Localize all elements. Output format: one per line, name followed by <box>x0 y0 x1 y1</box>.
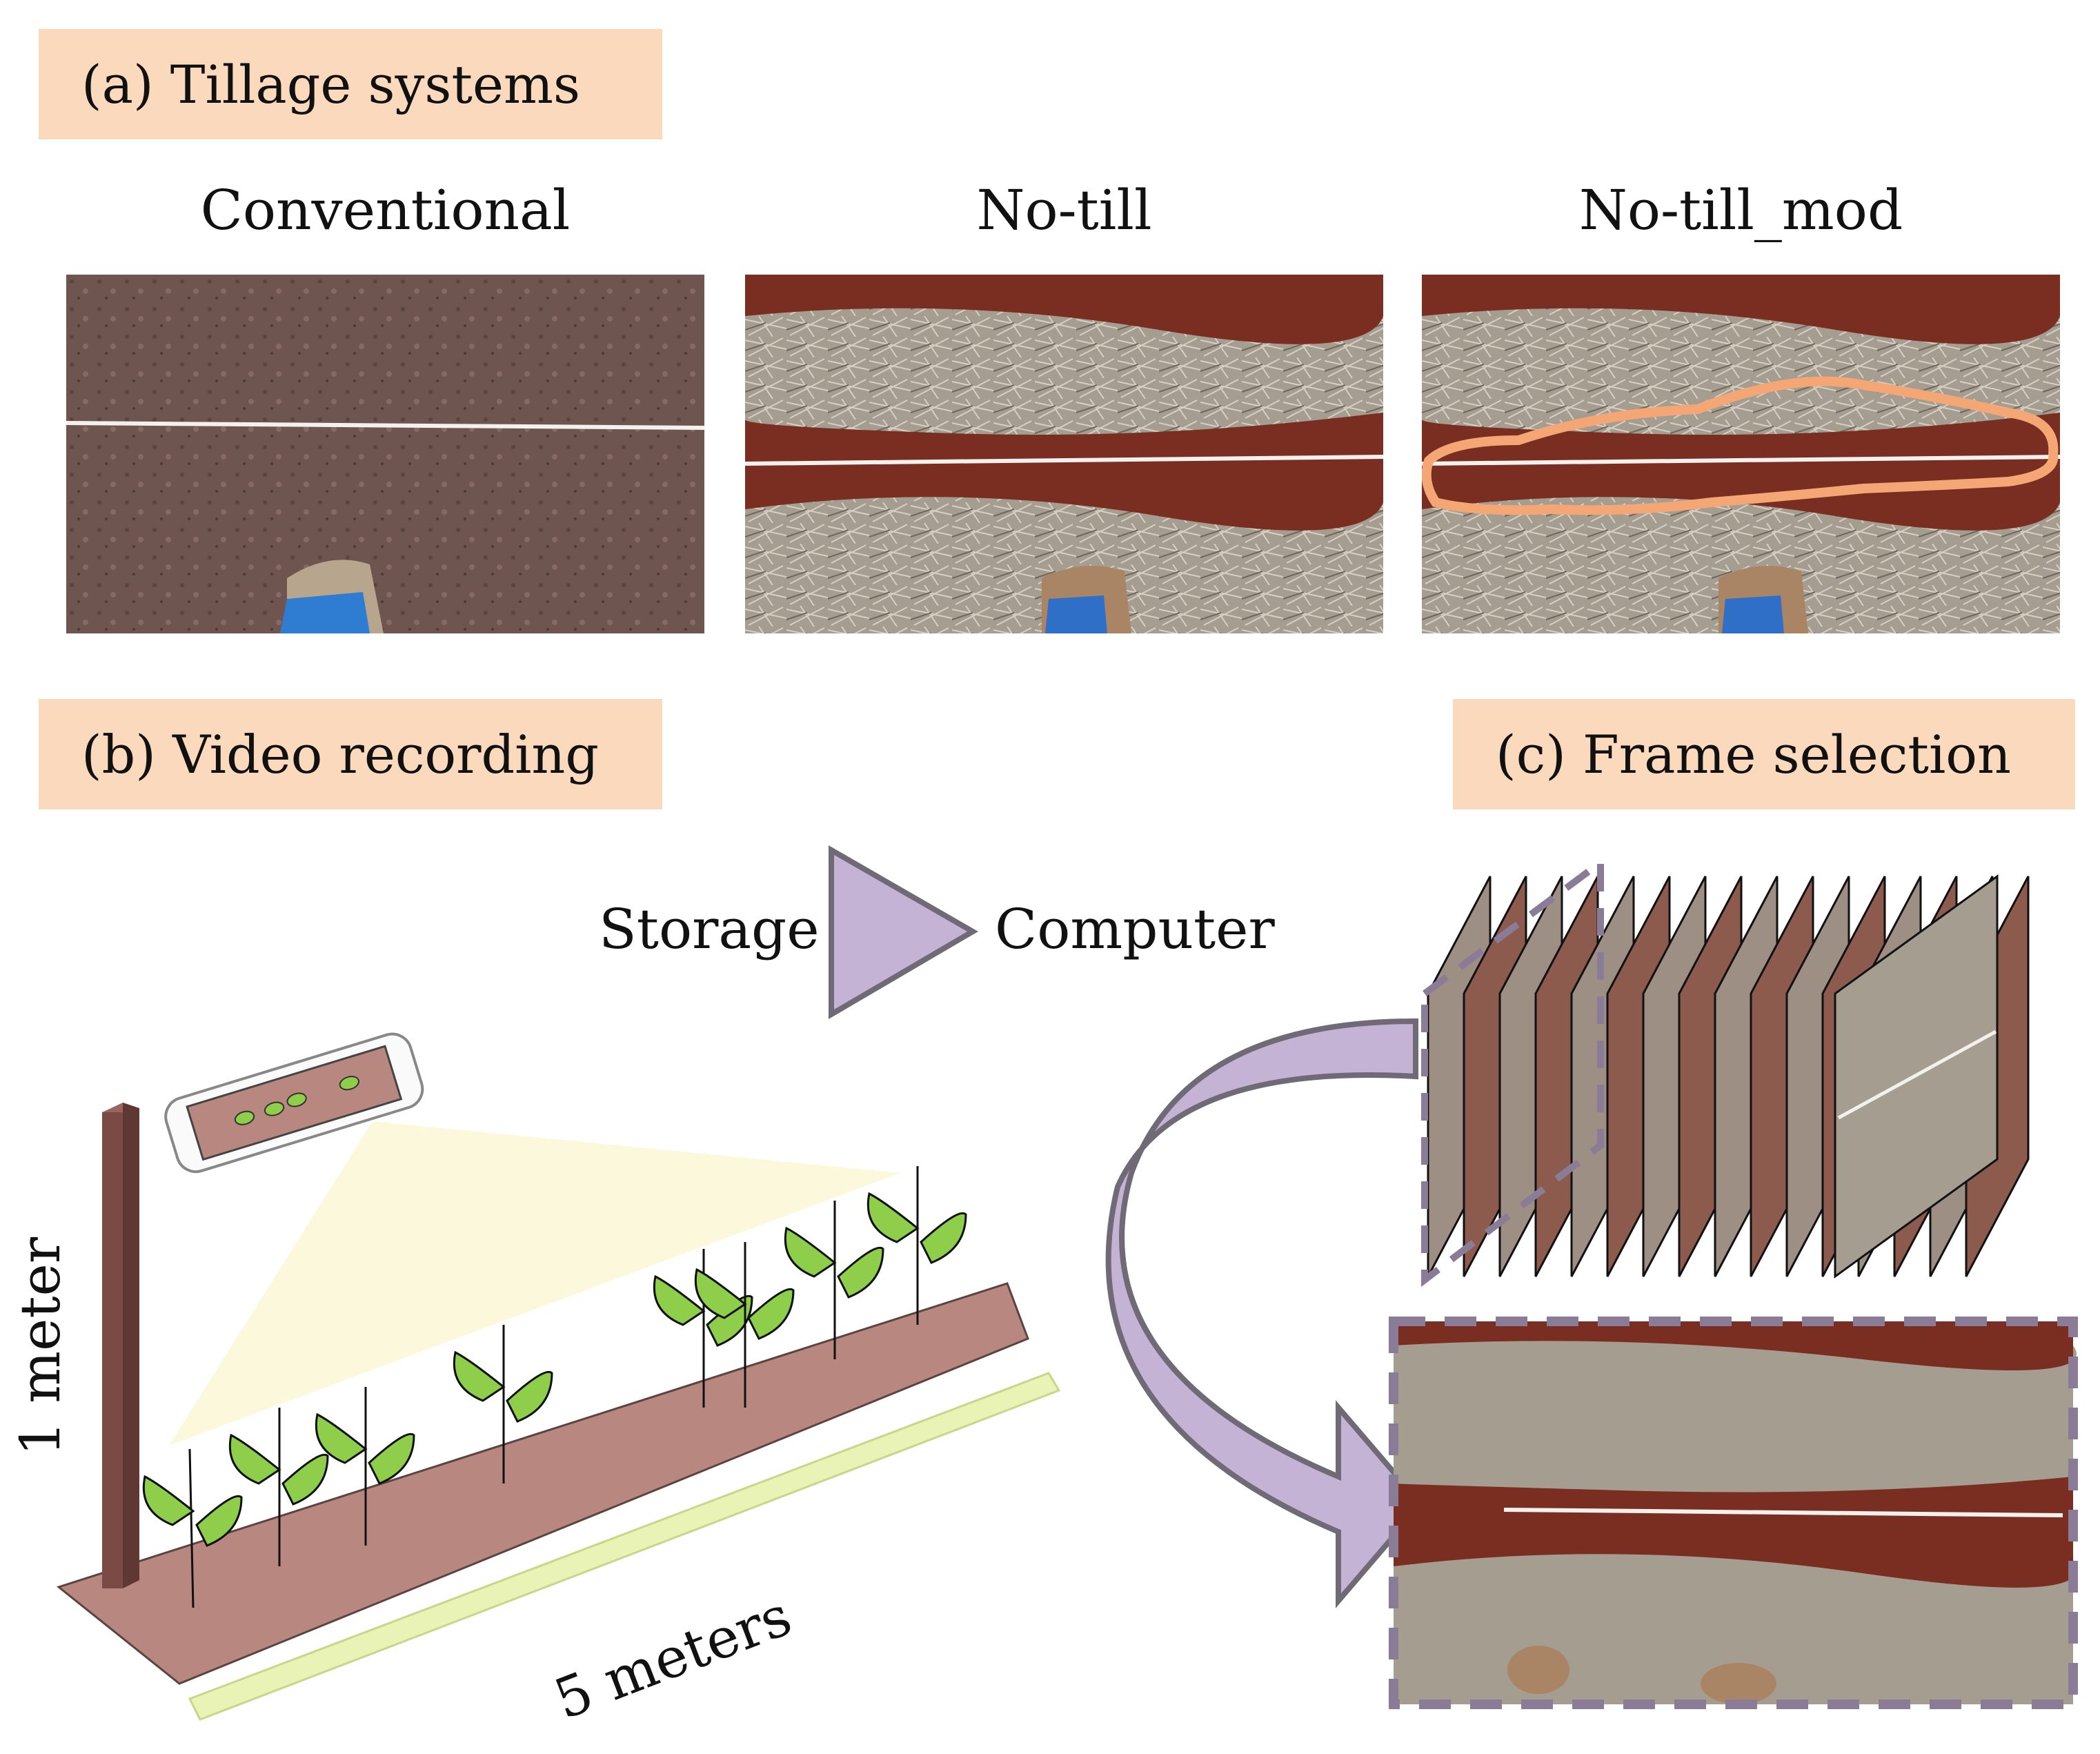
video-frame <box>1678 876 1743 1277</box>
selected-frame <box>1389 1317 2078 1709</box>
soil-strip <box>56 1282 1029 1685</box>
banner-frame-selection: (c) Frame selection <box>1453 699 2075 809</box>
storage-label: Storage <box>599 897 820 961</box>
video-frame <box>1570 876 1635 1277</box>
camera-field-of-view <box>169 1121 900 1446</box>
video-frame <box>1498 876 1563 1277</box>
video-frame <box>1965 876 2030 1277</box>
video-frame <box>1606 876 1671 1277</box>
photo-no-till-mod <box>1422 275 2060 633</box>
frame-stack <box>1421 856 2030 1288</box>
seedling <box>784 1201 884 1359</box>
selection-arrow <box>1105 1018 1425 1608</box>
seedling <box>653 1249 753 1408</box>
smartphone <box>164 1032 424 1174</box>
seedling <box>694 1242 795 1408</box>
seedling <box>866 1166 967 1325</box>
banner-label: (b) Video recording <box>81 723 600 785</box>
transfer-arrow-triangle <box>829 845 978 1019</box>
video-frame <box>1785 876 1850 1277</box>
banner-label: (c) Frame selection <box>1496 723 2011 785</box>
post-top <box>102 1103 139 1118</box>
seedling <box>453 1325 553 1484</box>
post <box>102 1112 123 1588</box>
video-frame <box>1714 876 1779 1277</box>
video-frame <box>1750 876 1814 1277</box>
seedling <box>228 1408 329 1566</box>
highlight-outline <box>1422 376 2059 515</box>
banner-video-recording: (b) Video recording <box>39 699 662 809</box>
photo-conventional <box>66 275 704 633</box>
title-no-till-mod: No-till_mod <box>1578 178 1903 242</box>
title-no-till: No-till <box>976 178 1152 242</box>
video-frame <box>1534 876 1599 1277</box>
banner-tillage-systems: (a) Tillage systems <box>39 29 662 139</box>
video-frame <box>1463 876 1527 1277</box>
first-frame-outline <box>1421 856 1604 1288</box>
height-label: 1 meter <box>8 1236 73 1457</box>
photo-no-till <box>745 275 1383 633</box>
video-frame <box>1893 876 1958 1277</box>
computer-label: Computer <box>995 897 1275 961</box>
video-frame <box>1642 876 1707 1277</box>
video-frame <box>1929 876 1994 1277</box>
post-side <box>123 1103 139 1588</box>
seedling <box>142 1448 243 1608</box>
frame-tape-line <box>1837 1029 1997 1120</box>
video-frame <box>1427 876 1492 1277</box>
length-label: 5 meters <box>546 1583 800 1732</box>
seedling <box>315 1387 415 1546</box>
title-conventional: Conventional <box>200 178 571 242</box>
banner-label: (a) Tillage systems <box>81 53 581 115</box>
video-frame-front <box>1834 874 1999 1279</box>
video-frame <box>1821 876 1886 1277</box>
seedlings <box>142 1166 967 1608</box>
video-frame <box>1857 876 1922 1277</box>
